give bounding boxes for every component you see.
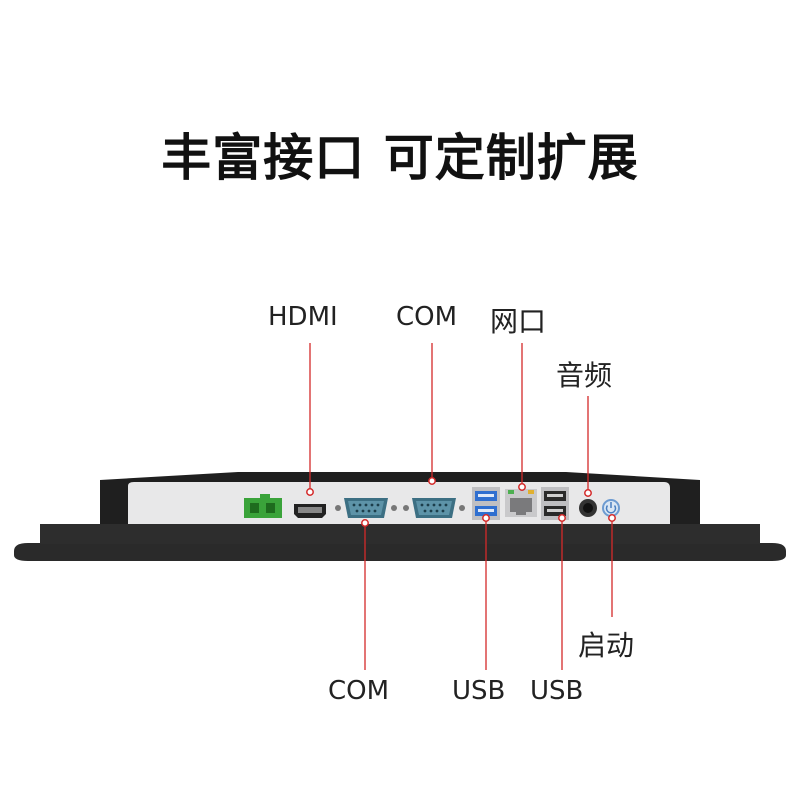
front-bezel — [14, 543, 786, 561]
label-hdmi: HDMI — [268, 302, 338, 332]
label-usb-left: USB — [452, 676, 506, 706]
audio-jack — [579, 499, 597, 517]
bezel-rim — [40, 524, 760, 544]
com-port-1 — [335, 498, 397, 518]
hdmi-port — [294, 504, 326, 518]
leader-lines — [309, 343, 613, 670]
label-usb-right: USB — [530, 676, 584, 706]
label-lan: 网口 — [490, 305, 547, 338]
label-com-top: COM — [396, 302, 458, 332]
label-audio: 音频 — [556, 359, 613, 392]
lan-port — [505, 489, 537, 517]
power-connector — [244, 494, 282, 518]
label-power: 启动 — [578, 629, 635, 662]
usb2-port-stack — [541, 487, 569, 520]
page-title: 丰富接口 可定制扩展 — [161, 129, 639, 187]
leader-dots — [306, 477, 616, 527]
label-com-bottom: COM — [328, 676, 390, 706]
com-port-2 — [403, 498, 465, 518]
power-button-icon — [602, 499, 620, 517]
